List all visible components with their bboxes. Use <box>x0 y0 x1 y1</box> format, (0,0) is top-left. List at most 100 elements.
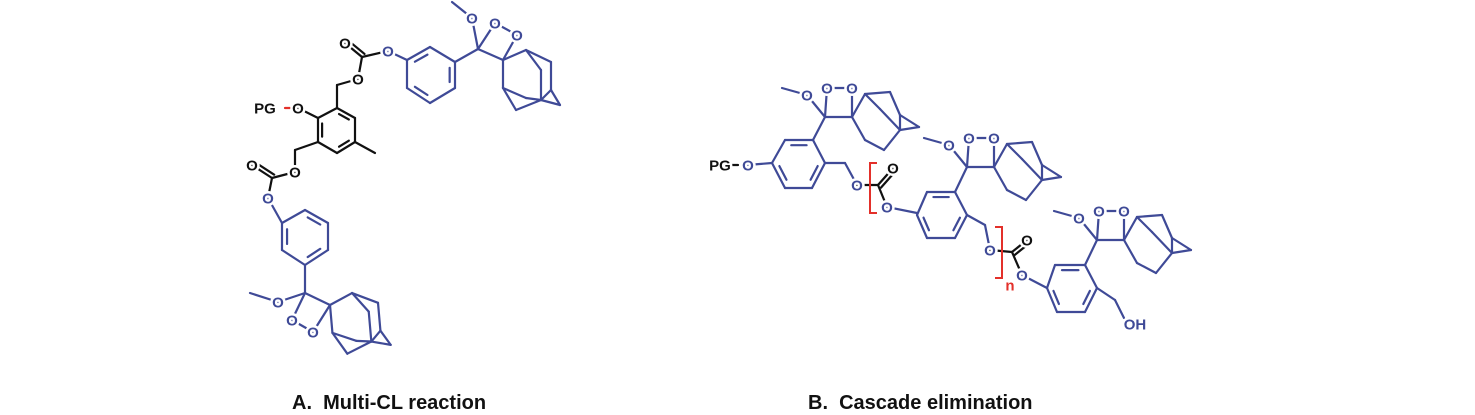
carbonate-oxygen: O <box>352 72 364 89</box>
adamantane-bond <box>1170 236 1193 252</box>
adamantane-bond <box>370 329 382 343</box>
bond <box>823 86 829 119</box>
ring-bond <box>1045 263 1057 290</box>
dioxetane-oxygen: O <box>511 28 523 45</box>
adamantane-bond <box>346 340 373 355</box>
protecting-group-label: PG <box>254 101 276 118</box>
phenol-oxygen: O <box>292 101 304 118</box>
repeat-bracket-close <box>995 226 1003 279</box>
bond <box>360 49 390 59</box>
adamantane-bond <box>850 115 867 142</box>
ring-double-bond <box>809 164 819 181</box>
bond <box>356 55 364 81</box>
adamantane-bond <box>1122 215 1139 242</box>
double-bond <box>346 38 366 56</box>
ring-bond <box>405 86 432 105</box>
adamantane-bond <box>1024 178 1044 202</box>
benzylic-oxygen: O <box>984 243 996 260</box>
double-bond <box>879 169 898 189</box>
ring-double-bond <box>413 53 429 63</box>
methyl-bond <box>922 136 951 147</box>
ring-bond <box>316 140 339 155</box>
ring-double-bond <box>778 164 788 181</box>
adamantane-bond <box>992 142 1009 169</box>
bond <box>290 318 315 334</box>
ring-bond <box>915 190 929 217</box>
aryl-oxygen: O <box>1016 268 1028 285</box>
adamantane-bond <box>1005 142 1024 161</box>
bond <box>745 161 774 167</box>
ring-bond <box>1083 263 1099 290</box>
carbonyl-oxygen: O <box>246 158 258 175</box>
adamantane-bond <box>898 113 921 129</box>
ring-bond <box>770 138 787 165</box>
bond <box>501 33 519 62</box>
adamantane-bond <box>501 86 518 112</box>
double-bond <box>1013 242 1031 257</box>
ring-double-bond <box>306 247 322 259</box>
bond <box>876 183 889 209</box>
carbonyl-oxygen: O <box>339 36 351 53</box>
aryl-oxygen: O <box>881 200 893 217</box>
bond <box>311 303 332 334</box>
adamantane-bond <box>1150 230 1174 255</box>
ring-bond <box>915 213 929 240</box>
adamantane-bond <box>1170 248 1193 255</box>
bond <box>843 161 859 187</box>
double-bond <box>1010 238 1029 254</box>
adamantane-bond <box>331 331 349 355</box>
adamantane-bond <box>539 88 553 102</box>
adamantane-bond <box>1005 188 1028 202</box>
ring-double-bond <box>337 139 350 148</box>
bond <box>811 115 827 142</box>
dioxetane-oxygen: O <box>1118 204 1130 221</box>
ring-bond <box>810 161 827 190</box>
bond <box>983 223 992 252</box>
adamantane-bond <box>328 303 334 334</box>
aryl-oxygen: O <box>262 191 274 208</box>
bond <box>335 77 360 87</box>
adamantane-bond <box>1154 251 1174 275</box>
dioxetane-oxygen: O <box>286 313 298 330</box>
ring-bond <box>953 190 969 217</box>
ring-bond <box>303 208 330 225</box>
carbonate-oxygen: O <box>289 165 301 182</box>
adamantane-bond <box>882 128 902 152</box>
bond <box>270 170 297 180</box>
adamantane-bond <box>514 98 543 112</box>
carbonyl-oxygen: O <box>887 161 899 178</box>
methyl-bond <box>353 140 377 155</box>
dioxetane-oxygen: O <box>988 131 1000 148</box>
bond <box>303 291 332 307</box>
adamantane-bond <box>549 88 562 107</box>
adamantane-bond <box>1040 163 1063 179</box>
ring-bond <box>303 248 330 267</box>
ring-bond <box>811 138 827 165</box>
bond <box>1083 238 1099 267</box>
bond <box>386 49 409 62</box>
bond <box>965 213 987 227</box>
double-bond <box>253 160 276 176</box>
adamantane-bond <box>524 48 553 64</box>
bond <box>453 47 480 64</box>
methoxy-oxygen: O <box>943 138 955 155</box>
double-bond <box>876 166 895 187</box>
adamantane-bond <box>355 339 373 343</box>
ring-bond <box>316 106 339 120</box>
methoxy-oxygen: O <box>272 295 284 312</box>
bond <box>1095 286 1117 302</box>
adamantane-bond <box>992 165 1009 192</box>
ring-double-bond <box>306 216 322 226</box>
bond <box>296 106 320 120</box>
adamantane-bond <box>1040 175 1063 182</box>
methoxy-oxygen: O <box>1073 211 1085 228</box>
ring-double-bond <box>952 216 962 232</box>
dioxetane-oxygen: O <box>1093 204 1105 221</box>
adamantane-bond <box>367 310 373 343</box>
bond <box>965 136 971 169</box>
adamantane-bond <box>350 291 370 313</box>
methyl-bond <box>780 86 809 97</box>
protecting-group-label: PG <box>709 158 731 175</box>
adamantane-bond <box>1135 261 1158 275</box>
